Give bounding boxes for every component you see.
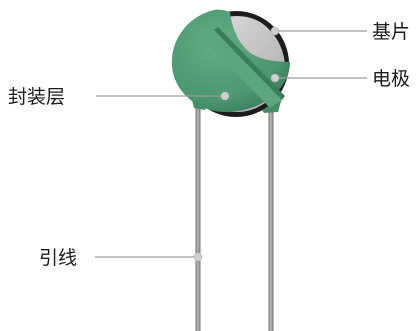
labels: 基片 电极 封装层 引线 — [8, 21, 410, 269]
pointer-dot-lead-wire — [193, 252, 203, 262]
varistor-body — [171, 9, 290, 117]
pointer-dot-substrate — [270, 26, 280, 36]
leader-lines — [95, 26, 367, 262]
label-substrate: 基片 — [372, 21, 410, 43]
coating-ridge-shadow — [214, 27, 285, 100]
coating-ridge — [201, 30, 282, 108]
lead-wires — [195, 100, 274, 331]
lead-wire-left — [195, 100, 201, 331]
pointer-dot-encapsulation — [220, 91, 230, 101]
pointer-dot-electrode — [270, 73, 280, 83]
label-encapsulation: 封装层 — [8, 86, 65, 108]
label-lead-wire: 引线 — [39, 247, 77, 269]
label-electrode: 电极 — [372, 68, 410, 90]
lead-wire-right — [268, 100, 274, 331]
